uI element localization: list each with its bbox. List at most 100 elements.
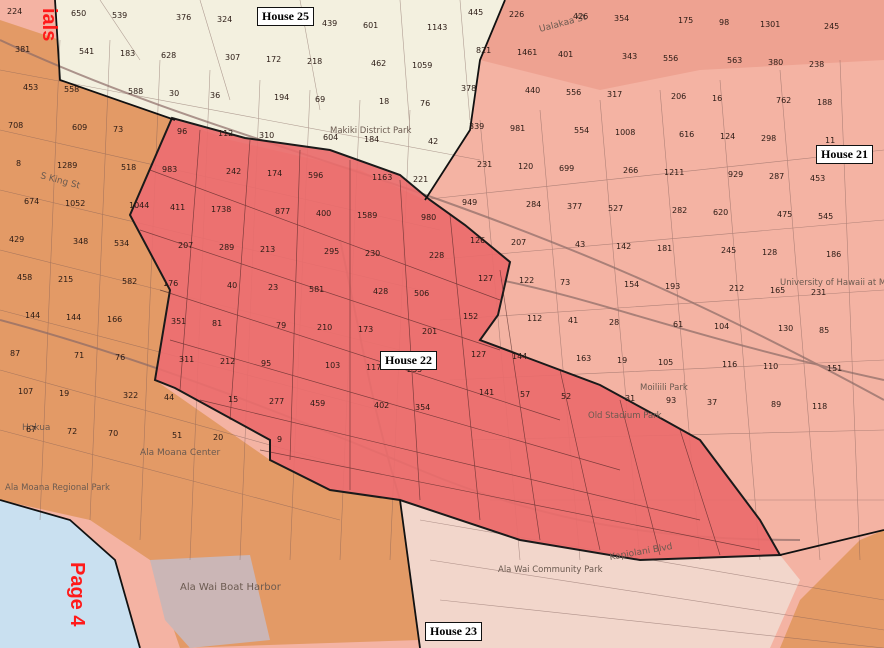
precinct-number: 127 (471, 350, 486, 359)
precinct-number: 284 (526, 200, 541, 209)
precinct-number: 93 (666, 396, 676, 405)
place-university: University of Hawaii at Manoa (780, 278, 884, 288)
precinct-number: 130 (778, 324, 793, 333)
precinct-number: 411 (170, 203, 185, 212)
precinct-number: 61 (673, 320, 683, 329)
house-22-label[interactable]: House 22 (380, 351, 438, 370)
precinct-number: 238 (809, 60, 824, 69)
precinct-number: 980 (421, 213, 436, 222)
place-ala-moana-regional-park: Ala Moana Regional Park (5, 483, 110, 493)
precinct-number: 207 (511, 238, 526, 247)
precinct-number: 9 (277, 435, 282, 444)
precinct-number: 620 (713, 208, 728, 217)
precinct-number: 41 (568, 316, 578, 325)
precinct-number: 42 (428, 137, 438, 146)
precinct-number: 144 (25, 311, 40, 320)
precinct-number: 381 (15, 45, 30, 54)
house-21-label[interactable]: House 21 (816, 145, 874, 164)
precinct-number: 440 (525, 86, 540, 95)
house-25-label[interactable]: House 25 (257, 7, 315, 26)
precinct-number: 79 (276, 321, 286, 330)
precinct-number: 16 (712, 94, 722, 103)
precinct-number: 298 (761, 134, 776, 143)
place-ala-wai-boat-harbor: Ala Wai Boat Harbor (180, 582, 282, 593)
precinct-number: 87 (10, 349, 20, 358)
precinct-number: 201 (422, 327, 437, 336)
precinct-number: 18 (379, 97, 389, 106)
precinct-number: 154 (624, 280, 639, 289)
precinct-number: 175 (678, 16, 693, 25)
precinct-number: 445 (468, 8, 483, 17)
precinct-number: 558 (64, 85, 79, 94)
precinct-number: 596 (308, 171, 323, 180)
precinct-number: 104 (714, 322, 729, 331)
precinct-number: 1143 (427, 23, 447, 32)
precinct-number: 72 (67, 427, 77, 436)
precinct-number: 96 (177, 127, 187, 136)
precinct-number: 266 (623, 166, 638, 175)
precinct-number: 556 (663, 54, 678, 63)
precinct-number: 563 (727, 56, 742, 65)
precinct-number: 142 (616, 242, 631, 251)
precinct-number: 877 (275, 207, 290, 216)
precinct-number: 11 (825, 136, 835, 145)
precinct-number: 8 (16, 159, 21, 168)
house-22-area[interactable] (128, 116, 782, 562)
precinct-number: 144 (66, 313, 81, 322)
house-23-label[interactable]: House 23 (425, 622, 483, 641)
precinct-number: 183 (120, 49, 135, 58)
precinct-number: 929 (728, 170, 743, 179)
precinct-number: 231 (477, 160, 492, 169)
precinct-number: 166 (107, 315, 122, 324)
precinct-number: 322 (123, 391, 138, 400)
precinct-number: 36 (210, 91, 220, 100)
precinct-number: 19 (617, 356, 627, 365)
precinct-number: 762 (776, 96, 791, 105)
precinct-number: 173 (358, 325, 373, 334)
precinct-number: 401 (558, 50, 573, 59)
precinct-number: 1008 (615, 128, 635, 137)
precinct-number: 210 (317, 323, 332, 332)
precinct-number: 230 (365, 249, 380, 258)
precinct-number: 212 (729, 284, 744, 293)
precinct-number: 184 (364, 135, 379, 144)
margin-text-bottom: Page 4 (66, 562, 88, 627)
precinct-number: 112 (218, 129, 233, 138)
house-23-area (400, 500, 800, 648)
precinct-number: 539 (112, 11, 127, 20)
precinct-number: 604 (323, 133, 338, 142)
precinct-number: 426 (573, 12, 588, 21)
precinct-number: 103 (325, 361, 340, 370)
precinct-number: 821 (476, 46, 491, 55)
precinct-number: 949 (462, 198, 477, 207)
house-21-upper (480, 0, 884, 90)
precinct-number: 128 (762, 248, 777, 257)
precinct-number: 277 (269, 397, 284, 406)
precinct-number: 282 (672, 206, 687, 215)
precinct-number: 141 (479, 388, 494, 397)
precinct-number: 674 (24, 197, 39, 206)
precinct-number: 609 (72, 123, 87, 132)
precinct-number: 98 (719, 18, 729, 27)
house-25-area (55, 0, 505, 200)
precinct-number: 221 (413, 175, 428, 184)
precinct-number: 317 (607, 90, 622, 99)
precinct-number: 116 (722, 360, 737, 369)
precinct-number: 30 (169, 89, 179, 98)
precinct-number: 188 (817, 98, 832, 107)
precinct-number: 151 (827, 364, 842, 373)
precinct-number: 354 (614, 14, 629, 23)
precinct-number: 377 (567, 202, 582, 211)
precinct-number: 518 (121, 163, 136, 172)
precinct-number: 1052 (65, 199, 85, 208)
precinct-number: 628 (161, 51, 176, 60)
precinct-number: 117 (366, 363, 381, 372)
precinct-number: 37 (707, 398, 717, 407)
precinct-number: 44 (164, 393, 174, 402)
precinct-number: 124 (720, 132, 735, 141)
precinct-number: 69 (315, 95, 325, 104)
precinct-number: 245 (824, 22, 839, 31)
precinct-number: 212 (220, 357, 235, 366)
precinct-number: 459 (310, 399, 325, 408)
precinct-number: 1289 (57, 161, 77, 170)
